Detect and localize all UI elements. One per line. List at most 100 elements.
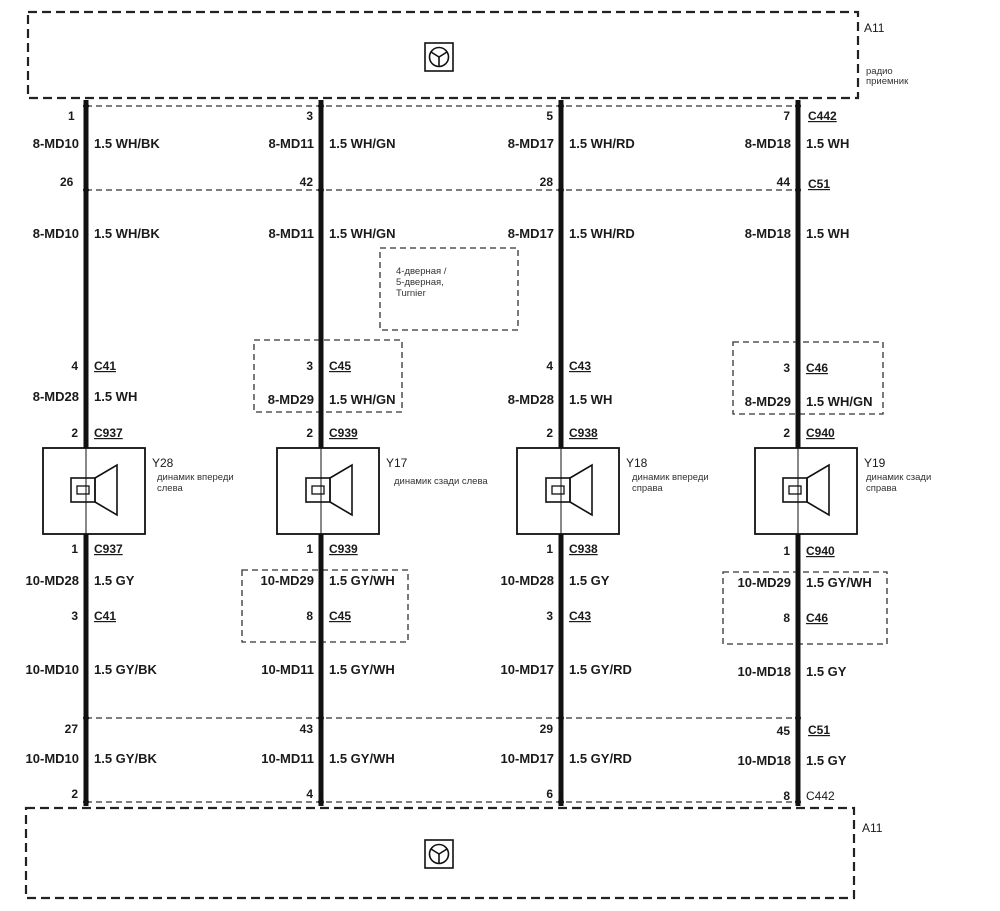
connector-band-top: C442 C51 [85,105,837,191]
pin-speaker-bottom: 1 [71,542,78,556]
circuit-w6: 10-MD10 [26,751,79,766]
circuit-w4: 10-MD28 [501,573,554,588]
spec-w1: 1.5 WH [806,136,849,151]
pin-speaker-top: 2 [783,426,790,440]
circuit-w2: 8-MD10 [33,226,79,241]
circuit-w6: 10-MD11 [261,751,314,766]
pin-bottom-1: 45 [777,724,791,738]
pin-top-2: 44 [777,175,791,189]
pin-lower-conn: 3 [546,609,553,623]
pin-upper-conn: 4 [546,359,553,373]
pin-speaker-bottom: 1 [306,542,313,556]
circuit-w3: 8-MD29 [745,394,791,409]
pin-lower-conn: 3 [71,609,78,623]
spec-w5: 1.5 GY [806,664,847,679]
speaker-id: Y19 [864,456,886,470]
module-id-top: A11 [864,21,885,35]
spec-w4: 1.5 GY [94,573,135,588]
speaker-icon [545,463,593,517]
circuit-w1: 8-MD18 [745,136,791,151]
spec-w3: 1.5 WH/GN [806,394,872,409]
circuit-w5: 10-MD18 [738,664,791,679]
speaker-y18 [516,447,620,535]
speaker-desc: динамик впереди слева [157,472,234,494]
spec-w6: 1.5 GY/RD [569,751,632,766]
pin-speaker-top: 2 [306,426,313,440]
spec-w2: 1.5 WH [806,226,849,241]
upper-conn-name: C46 [806,361,828,375]
speaker-desc-box: динамик сзади слева [394,476,488,487]
speaker-id: Y18 [626,456,648,470]
speaker-id: Y28 [152,456,174,470]
circuit-w1: 8-MD11 [268,136,314,151]
spec-w4: 1.5 GY [569,573,610,588]
text-line: 5-дверная, [396,277,444,288]
speaker-id: Y17 [386,456,408,470]
spec-w1: 1.5 WH/RD [569,136,635,151]
spec-w1: 1.5 WH/GN [329,136,395,151]
module-desc-top: радио приемник [866,66,909,87]
pin-speaker-top: 2 [71,426,78,440]
pin-top-2: 26 [60,175,74,189]
option-note-text: 4-дверная / 5-дверная,Turnier [396,266,449,299]
pin-top-1: 5 [546,109,553,123]
circuit-w5: 10-MD11 [261,662,314,677]
spec-w2: 1.5 WH/RD [569,226,635,241]
speaker-bottom-conn: C940 [806,544,835,558]
option-note-value: 4-дверная / [396,266,447,277]
circuit-w1: 8-MD10 [33,136,79,151]
pin-lower-conn: 8 [306,609,313,623]
pin-bottom-1: 27 [65,722,79,736]
speaker-desc-box: динамик впереди слева [157,472,234,494]
speaker-bottom-conn: C938 [569,542,598,556]
option-frame-c45-upper [253,339,403,413]
circuit-w3: 8-MD29 [268,392,314,407]
spec-w3: 1.5 WH [94,389,137,404]
circuit-w2: 8-MD11 [268,226,314,241]
circuit-w6: 10-MD18 [738,753,791,768]
pin-top-1: 7 [783,109,790,123]
pin-top-2: 42 [300,175,314,189]
speaker-y17 [276,447,380,535]
option-note: 4-дверная / 5-дверная,Turnier [379,247,519,331]
option-frame-c46-upper [732,341,884,415]
speaker-top-conn: C939 [329,426,358,440]
circuit-w4: 10-MD29 [738,575,791,590]
option-frame-c46-lower [722,571,888,645]
speaker-y19 [754,447,858,535]
module-a11-top: A11 радио приемник [26,10,909,100]
circuit-w4: 10-MD28 [26,573,79,588]
pin-top-2: 28 [540,175,554,189]
pin-upper-conn: 3 [783,361,790,375]
spec-w4: 1.5 GY/WH [806,575,872,590]
speaker-icon [782,463,830,517]
pin-top-1: 3 [306,109,313,123]
pin-speaker-bottom: 1 [783,544,790,558]
spec-w3: 1.5 WH/GN [329,392,395,407]
spec-w6: 1.5 GY [806,753,847,768]
speaker-top-conn: C940 [806,426,835,440]
circuit-w5: 10-MD17 [501,662,554,677]
speaker-top-conn: C938 [569,426,598,440]
connector-top-upper: C442 [808,109,837,123]
spec-w5: 1.5 GY/RD [569,662,632,677]
pin-bottom-2: 2 [71,787,78,801]
spec-w2: 1.5 WH/BK [94,226,160,241]
upper-conn-name: C41 [94,359,116,373]
circuit-w1: 8-MD17 [508,136,554,151]
pin-bottom-2: 4 [306,787,313,801]
lower-conn-name: C46 [806,611,828,625]
steering-wheel-icon [424,839,454,869]
connector-band-bottom: C51 C442 [85,717,835,803]
spec-w5: 1.5 GY/WH [329,662,395,677]
pin-upper-conn: 4 [71,359,78,373]
lower-conn-name: C41 [94,609,116,623]
junction-markers [83,103,801,805]
speaker-desc: динамик сзади справа [866,472,932,494]
steering-wheel-icon [424,42,454,72]
upper-conn-name: C43 [569,359,591,373]
spec-w2: 1.5 WH/GN [329,226,395,241]
speaker-desc-box: динамик впереди справа [632,472,709,494]
circuit-w5: 10-MD10 [26,662,79,677]
connector-top-lower: C51 [808,177,830,191]
